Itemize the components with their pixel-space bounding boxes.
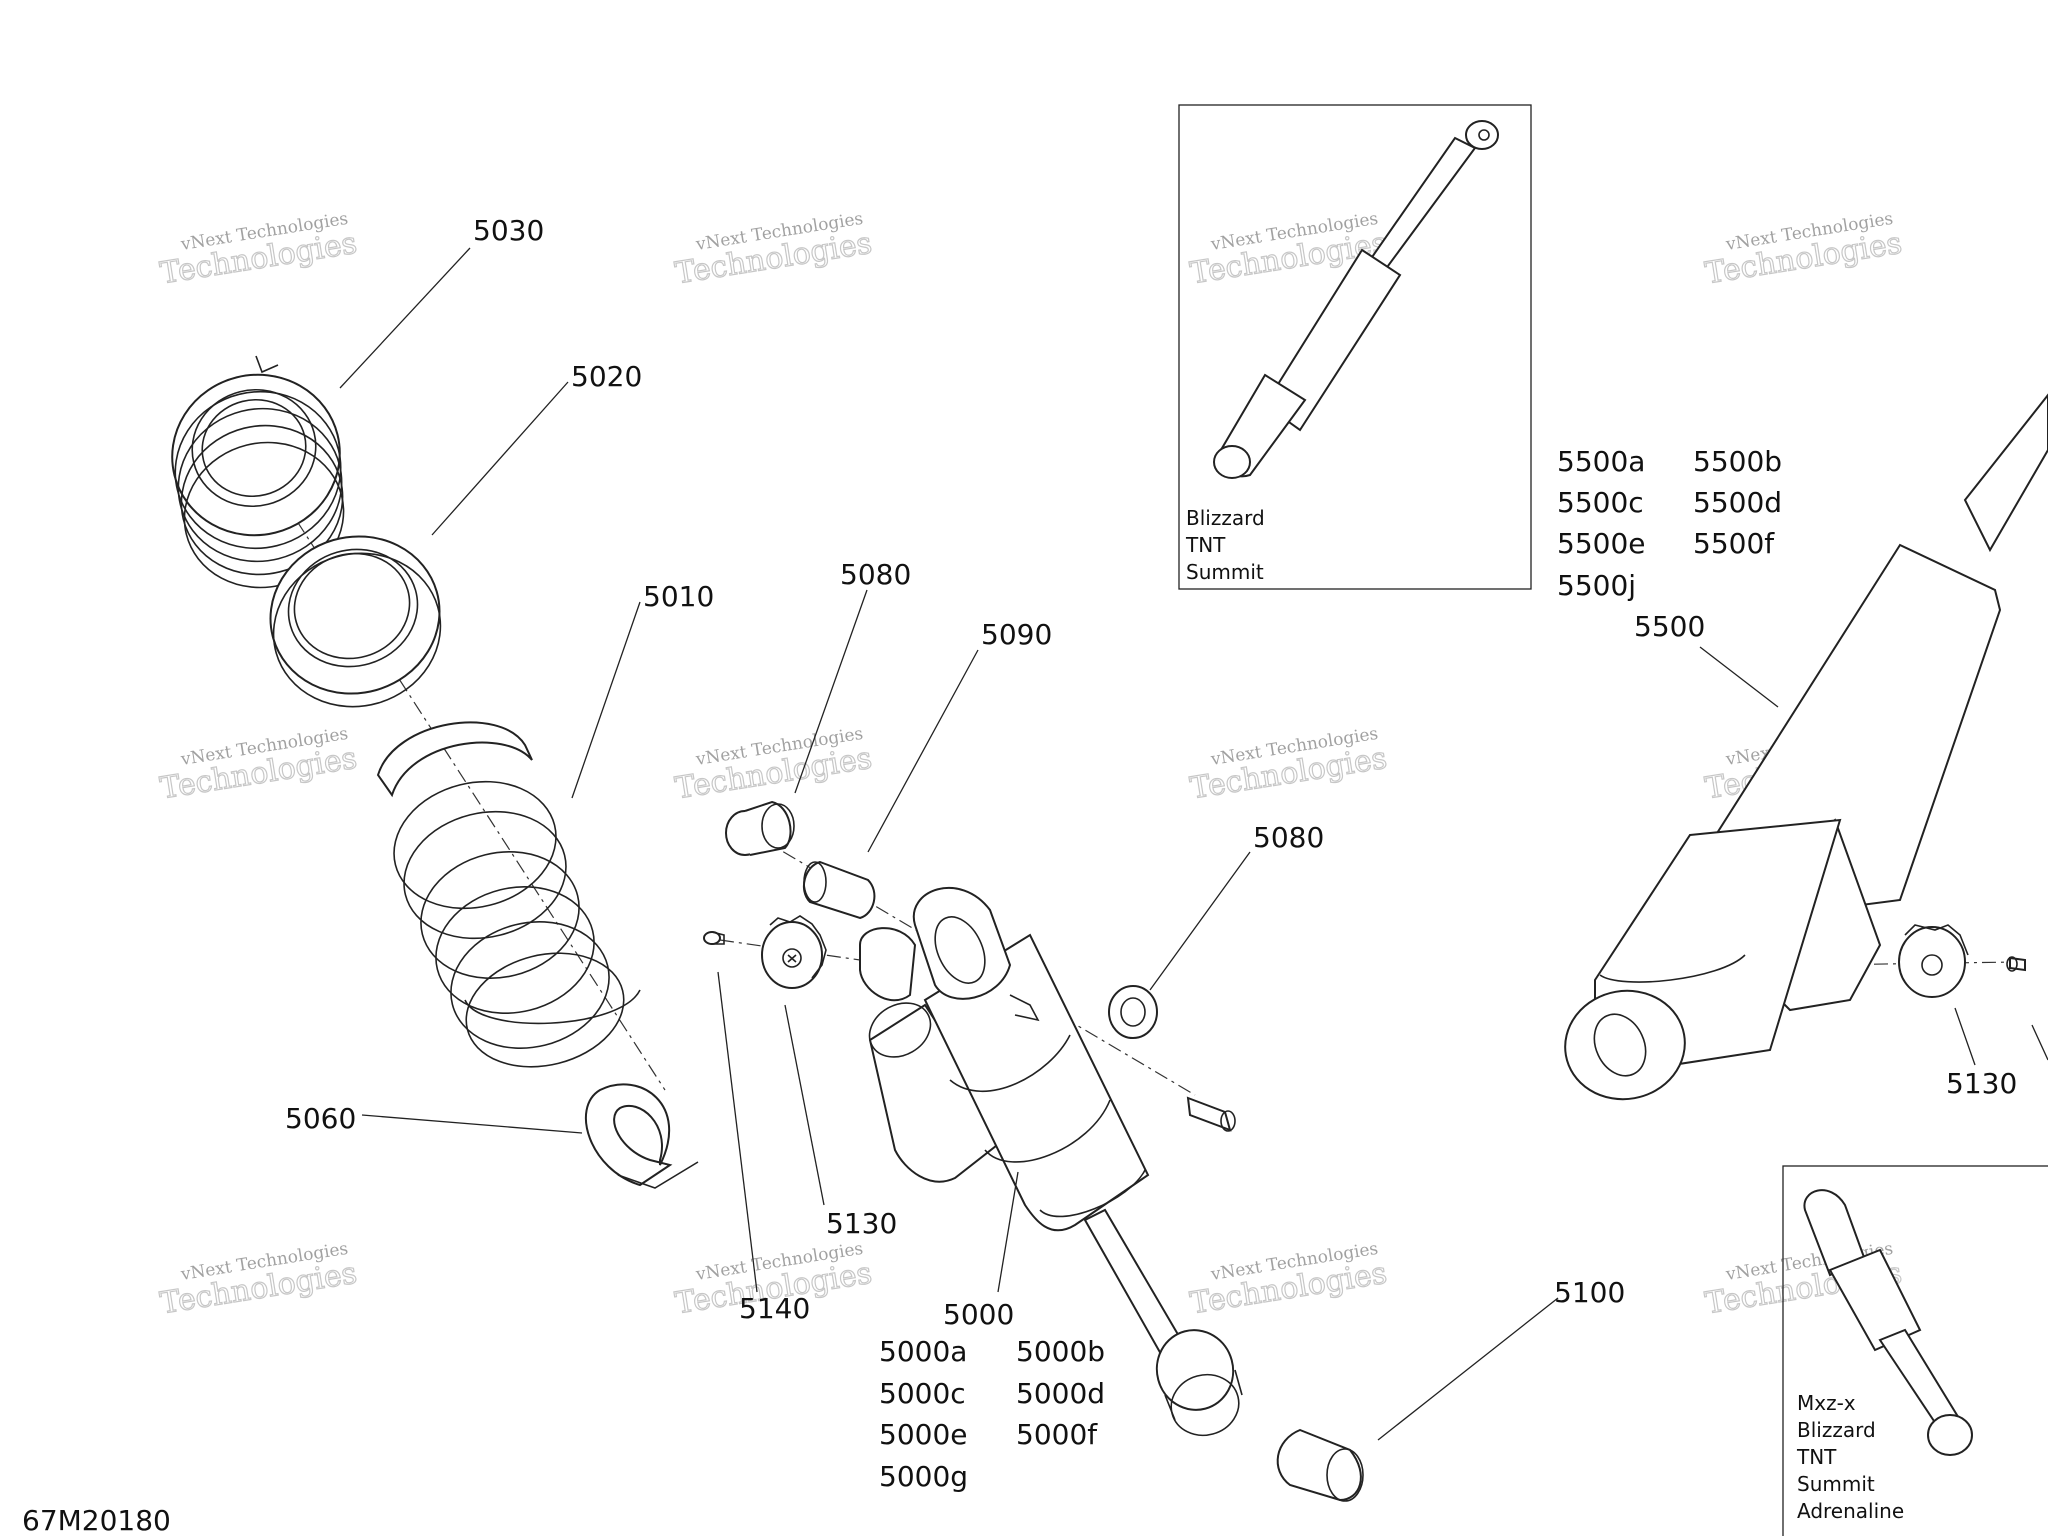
callouts: 5030 5020 5010 5080 5090 5080 5060 5130 … — [285, 214, 2017, 1331]
variant-5500b: 5500b — [1693, 445, 1782, 478]
part-5000-shock-absorber — [859, 886, 1243, 1437]
part-5140-screw — [703, 931, 725, 945]
inset-top-shock — [1213, 120, 1499, 479]
inset-bottom-model: Blizzard — [1797, 1418, 1876, 1442]
variant-5000g: 5000g — [879, 1460, 968, 1493]
knob-axis — [719, 939, 861, 961]
part-5090-sleeve — [802, 860, 876, 920]
spring-axis — [237, 429, 666, 1091]
callout-5500: 5500 — [1634, 610, 1705, 643]
part-5060-c-clip — [584, 1083, 699, 1189]
inset-frame-top — [1178, 104, 1532, 590]
part-5130-knob-left — [761, 915, 827, 989]
callout-5060: 5060 — [285, 1102, 356, 1135]
variant-5500e: 5500e — [1557, 527, 1645, 560]
inset-bottom-model: TNT — [1796, 1445, 1837, 1469]
variant-5000d: 5000d — [1016, 1377, 1105, 1410]
part-5080-bushing-right — [1108, 985, 1158, 1039]
variant-5000f: 5000f — [1016, 1418, 1098, 1451]
inset-frame-bottom — [1782, 1165, 2048, 1536]
part-5080-bushing-left — [725, 800, 795, 856]
diagram-code: 67M20180 — [22, 1504, 171, 1536]
variant-5000c: 5000c — [879, 1377, 966, 1410]
leader-lines — [339, 247, 2048, 1441]
watermark: vNext Technologies Technologies — [672, 724, 875, 807]
part-5020-spacer-ring — [269, 535, 442, 708]
watermark: vNext Technologies Technologies — [672, 209, 875, 292]
callout-5000: 5000 — [943, 1298, 1014, 1331]
inset-bottom-model: Summit — [1797, 1472, 1875, 1496]
inset-top-model: Summit — [1186, 560, 1264, 584]
variant-5500f: 5500f — [1693, 527, 1775, 560]
watermark: vNext Technologies Technologies — [157, 1239, 360, 1322]
part-5010-coil-spring — [376, 721, 641, 1068]
inset-bottom-model: Adrenaline — [1797, 1499, 1904, 1523]
variant-list-5500: 5500a 5500b 5500c 5500d 5500e 5500f 5500… — [1557, 445, 1782, 602]
watermark: vNext Technologies Technologies — [1187, 724, 1390, 807]
part-5500-shock-absorber — [1564, 393, 2048, 1101]
watermark: vNext Technologies Technologies — [1187, 1239, 1390, 1322]
inset-top-models: Blizzard TNT Summit — [1185, 506, 1265, 584]
callout-5100: 5100 — [1554, 1276, 1625, 1309]
variant-5500c: 5500c — [1557, 486, 1644, 519]
callout-5020: 5020 — [571, 360, 642, 393]
watermark: vNext Technologies Technologies — [157, 724, 360, 807]
callout-5080-left: 5080 — [840, 558, 911, 591]
inset-bottom-models: Mxz-x Blizzard TNT Summit Adrenaline — [1796, 1391, 1904, 1523]
inset-top-model: TNT — [1185, 533, 1226, 557]
part-5130-knob-right — [1898, 924, 1969, 998]
part-screw-right — [2006, 956, 2026, 972]
part-5100-bushing — [1276, 1428, 1364, 1502]
variant-5000a: 5000a — [879, 1335, 967, 1368]
variant-5500d: 5500d — [1693, 486, 1782, 519]
callout-5130-left: 5130 — [826, 1207, 897, 1240]
inset-bottom-model: Mxz-x — [1797, 1391, 1856, 1415]
inset-bottom-shock — [1803, 1189, 1973, 1456]
inset-top-model: Blizzard — [1186, 506, 1265, 530]
variant-5000b: 5000b — [1016, 1335, 1105, 1368]
part-bolt — [1186, 1096, 1236, 1132]
part-5030-spring-retainer — [171, 355, 345, 589]
callout-5140: 5140 — [739, 1292, 810, 1325]
callout-5030: 5030 — [473, 214, 544, 247]
callout-5010: 5010 — [643, 580, 714, 613]
watermark: vNext Technologies Technologies — [157, 209, 360, 292]
callout-5080-right: 5080 — [1253, 821, 1324, 854]
watermark: vNext Technologies Technologies — [1702, 209, 1905, 292]
variant-list-5000: 5000a 5000b 5000c 5000d 5000e 5000f 5000… — [879, 1335, 1105, 1493]
callout-5090: 5090 — [981, 618, 1052, 651]
variant-5500a: 5500a — [1557, 445, 1645, 478]
variant-5500j: 5500j — [1557, 569, 1636, 602]
callout-5130-right: 5130 — [1946, 1067, 2017, 1100]
variant-5000e: 5000e — [879, 1418, 967, 1451]
